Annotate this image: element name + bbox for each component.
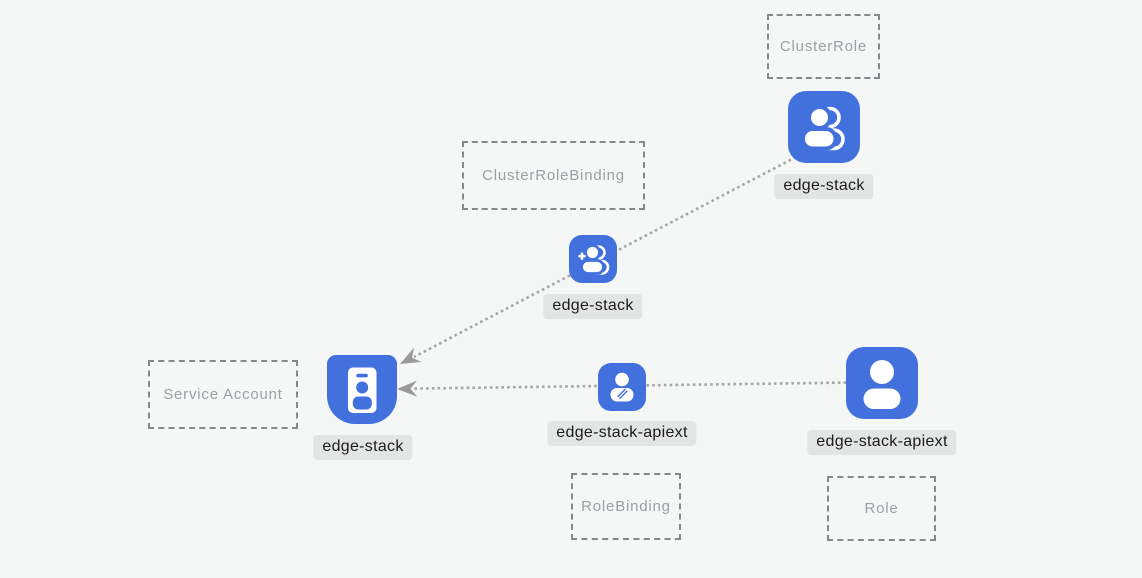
node-label-role: edge-stack-apiext: [807, 430, 957, 455]
kind-label-service-account: Service Account: [163, 386, 283, 403]
kind-box-service-account: Service Account: [148, 360, 298, 429]
kind-label-rolebinding: RoleBinding: [581, 498, 671, 515]
person-icon: [846, 347, 918, 419]
edge-role-to-serviceaccount: [412, 381, 853, 390]
person-edit-icon: [598, 363, 646, 411]
node-label-rolebinding: edge-stack-apiext: [547, 421, 697, 446]
node-clusterrole-edge-stack[interactable]: [788, 91, 860, 163]
id-badge-icon: [348, 367, 377, 413]
kind-label-clusterrolebinding: ClusterRoleBinding: [482, 167, 625, 184]
kind-box-clusterrolebinding: ClusterRoleBinding: [462, 141, 645, 210]
node-label-clusterrole: edge-stack: [774, 174, 874, 199]
node-clusterrolebinding-edge-stack[interactable]: [569, 235, 617, 283]
person-add-icon: [569, 235, 617, 283]
kind-box-clusterrole: ClusterRole: [767, 14, 880, 79]
arrowhead-clusterrole-edge: [400, 347, 422, 364]
group-icon: [788, 91, 860, 163]
kind-label-clusterrole: ClusterRole: [779, 38, 868, 55]
node-label-clusterrolebinding: edge-stack: [543, 294, 643, 319]
kind-box-role: Role: [827, 476, 936, 541]
kind-label-role: Role: [864, 500, 899, 517]
node-serviceaccount-edge-stack[interactable]: [327, 355, 397, 424]
node-label-serviceaccount: edge-stack: [313, 435, 413, 460]
arrowhead-role-edge: [397, 380, 418, 397]
kind-box-rolebinding: RoleBinding: [571, 473, 681, 540]
node-rolebinding-edge-stack-apiext[interactable]: [598, 363, 646, 411]
node-role-edge-stack-apiext[interactable]: [846, 347, 918, 419]
